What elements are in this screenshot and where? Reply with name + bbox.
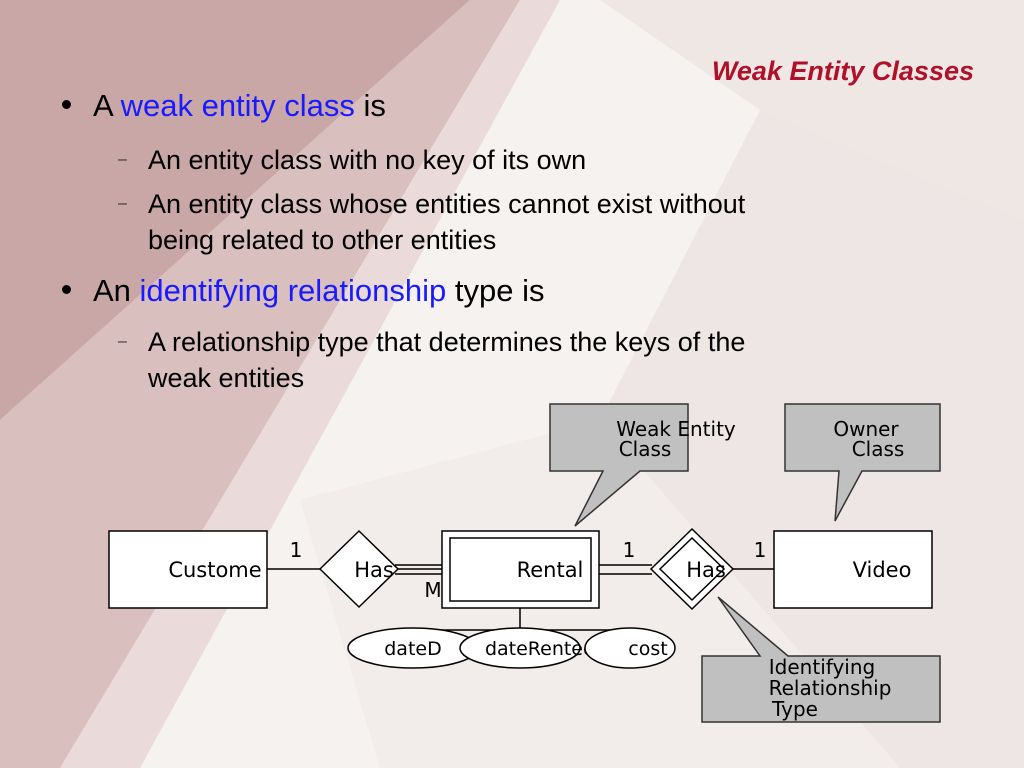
term-identifying-relationship: identifying relationship xyxy=(139,273,447,308)
relationship-label: Has xyxy=(354,558,394,582)
bullet-weak-entity: A weak entity class is xyxy=(62,88,386,124)
bullet-dot-icon xyxy=(62,100,71,110)
dash-icon: – xyxy=(118,195,127,212)
attribute-cost: cost xyxy=(584,627,676,669)
callout-identifying-relationship: Identifying Relationship Type xyxy=(701,596,941,723)
callout-line: Weak Entity xyxy=(616,417,736,441)
entity-rental: Rental xyxy=(441,530,600,609)
attribute-label: dateRented xyxy=(485,638,595,660)
relationship-has-identifying: Has xyxy=(649,527,735,611)
entity-label: Custome xyxy=(168,558,261,582)
callout-line: Class xyxy=(852,437,905,461)
relationship-has-left: Has xyxy=(318,529,400,609)
attribute-date-due: dateD xyxy=(347,627,479,669)
sub-bullet-line: weak entities xyxy=(148,363,305,393)
bullet-suffix: is xyxy=(354,88,386,123)
callout-owner-class: Owner Class xyxy=(784,403,941,522)
cardinality-label: 1 xyxy=(754,538,767,562)
callout-line: Relationship xyxy=(769,676,892,700)
attribute-label: cost xyxy=(628,638,667,660)
bullet-identifying-relationship: An identifying relationship type is xyxy=(62,273,545,309)
cardinality-label: 1 xyxy=(623,538,636,562)
bullet-dot-icon xyxy=(62,285,71,295)
sub-bullet-line: An entity class with no key of its own xyxy=(148,145,587,175)
sub-bullet-determines-keys: – A relationship type that determines th… xyxy=(118,324,745,396)
callout-line: Type xyxy=(771,697,818,721)
callout-line: Class xyxy=(619,437,672,461)
bullet-prefix: A xyxy=(93,88,121,123)
sub-bullet-no-key: – An entity class with no key of its own xyxy=(118,142,586,178)
entity-label: Video xyxy=(853,558,912,582)
cardinality-label: M xyxy=(424,578,441,602)
callout-line: Identifying xyxy=(769,655,875,679)
attribute-date-rented: dateRented xyxy=(459,627,595,669)
cardinality-label: 1 xyxy=(290,538,303,562)
callout-weak-entity-class: Weak Entity Class xyxy=(549,403,736,527)
callout-line: Owner xyxy=(833,417,899,441)
dash-icon: – xyxy=(118,333,127,350)
relationship-label: Has xyxy=(686,558,726,582)
entity-customer: Custome xyxy=(108,530,268,609)
sub-bullet-line: being related to other entities xyxy=(148,225,497,255)
term-weak-entity-class: weak entity class xyxy=(120,88,355,123)
entity-video: Video xyxy=(773,530,933,609)
sub-bullet-cannot-exist: – An entity class whose entities cannot … xyxy=(118,186,745,258)
slide-title: Weak Entity Classes xyxy=(711,56,974,86)
sub-bullet-line: A relationship type that determines the … xyxy=(148,327,746,357)
sub-bullet-line: An entity class whose entities cannot ex… xyxy=(148,189,746,219)
bullet-suffix: type is xyxy=(446,273,545,308)
attribute-label: dateD xyxy=(384,638,441,660)
entity-label: Rental xyxy=(517,558,584,582)
bullet-prefix: An xyxy=(93,273,140,308)
dash-icon: – xyxy=(118,151,127,168)
